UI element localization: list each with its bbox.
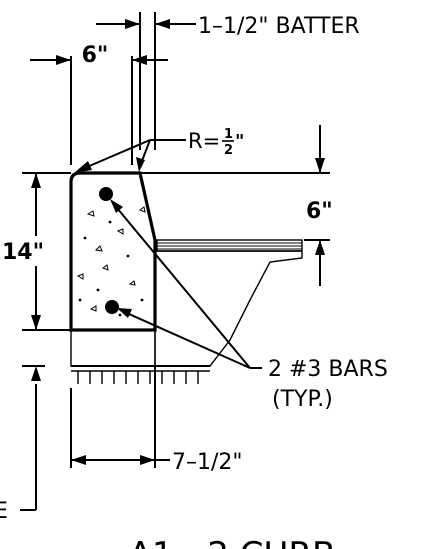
bars-leader: 2 #3 BARS (TYP.) <box>110 199 388 412</box>
height-label: 14" <box>2 240 44 265</box>
radius-callout: R= 1 2 " <box>74 127 244 173</box>
base-width-label: 7–1/2" <box>172 450 243 475</box>
rebar-bottom <box>105 300 119 314</box>
radius-prefix: R= <box>188 129 220 153</box>
rebar-top <box>99 187 113 201</box>
bars-label-line1: 2 #3 BARS <box>268 357 388 382</box>
detail-title: A1 - 2 CURB <box>129 535 336 549</box>
base-width-dimension: 7–1/2" <box>70 366 243 475</box>
edge-fragment-label: E <box>0 499 8 524</box>
radius-denominator: 2 <box>224 143 233 158</box>
pavement-slab <box>156 239 303 252</box>
subgrade-leader: E <box>0 365 45 524</box>
pavement-depth-label: 6" <box>306 199 333 224</box>
pavement-depth-dimension: 6" <box>140 125 333 286</box>
batter-label: 1–1/2" BATTER <box>198 14 360 39</box>
bars-label-line2: (TYP.) <box>272 387 333 412</box>
concrete-aggregate <box>76 206 146 317</box>
curb-body <box>69 171 157 332</box>
top-width-dimension: 6" <box>30 43 168 165</box>
batter-dimension: 1–1/2" BATTER <box>96 12 360 150</box>
height-dimension: 14" <box>2 172 71 331</box>
radius-numerator: 1 <box>224 127 233 142</box>
radius-inch-mark: " <box>235 131 244 152</box>
subgrade-strip <box>71 365 210 384</box>
top-width-label: 6" <box>82 43 109 68</box>
